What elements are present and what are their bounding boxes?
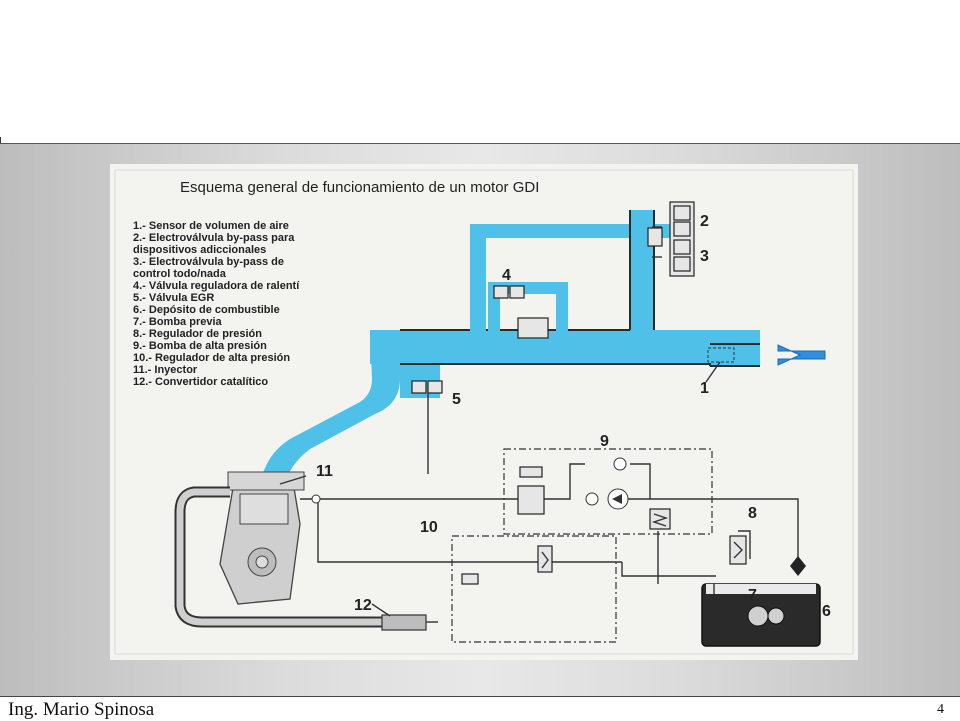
bypass-top [470, 224, 670, 238]
bypass-riser [470, 224, 486, 334]
intake-plenum [370, 330, 760, 364]
legend-item-10: 10.- Regulador de alta presión [133, 352, 290, 364]
callout-5: 5 [452, 391, 461, 408]
callout-1: 1 [700, 380, 709, 397]
callout-leaders [279, 226, 662, 617]
pre-pump-7 [747, 605, 769, 627]
header-rule [0, 143, 960, 144]
figure-frame [114, 169, 854, 655]
engine-block [219, 471, 305, 605]
legend: 1.- Sensor de volumen de aire 2.- Electr… [133, 220, 300, 388]
legend-item-2-cont: dispositivos adiccionales [133, 244, 266, 256]
callout-8: 8 [748, 505, 757, 522]
legend-item-1: 1.- Sensor de volumen de aire [133, 220, 289, 232]
legend-item-11: 11.- Inyector [133, 364, 198, 376]
callout-2: 2 [700, 213, 709, 230]
footer-author: Ing. Mario Spinosa [8, 699, 155, 720]
legend-item-2: 2.- Electroválvula by-pass para [133, 232, 295, 244]
bypass-valves-2-3 [647, 201, 695, 277]
footer-rule [0, 696, 960, 697]
check-valve-icon [790, 556, 806, 576]
legend-item-6: 6.- Depósito de combustible [133, 304, 280, 316]
legend-item-4: 4.- Válvula reguladora de ralentí [133, 280, 300, 292]
piston [239, 493, 289, 525]
figure-title: Esquema general de funcionamiento de un … [180, 179, 539, 196]
callout-11: 11 [316, 463, 333, 480]
legend-item-8: 8.- Regulador de presión [133, 328, 262, 340]
intake-runner [260, 330, 400, 484]
pressure-regulator-8 [729, 535, 806, 576]
fuel-junction [311, 494, 321, 504]
high-pressure-pump-9 [503, 448, 713, 535]
intake-inlet [710, 344, 760, 366]
idle-loop-right [556, 282, 568, 332]
legend-item-3-cont: control todo/nada [133, 268, 227, 280]
high-pressure-regulator-10 [451, 535, 617, 643]
air-sensor-1 [705, 347, 735, 383]
catalytic-converter-12 [381, 614, 438, 631]
legend-item-12: 12.- Convertidor catalítico [133, 376, 268, 388]
fuel-tank-6 [701, 583, 821, 647]
callout-4: 4 [502, 267, 511, 284]
callout-6: 6 [822, 603, 831, 620]
callout-9: 9 [600, 433, 609, 450]
gdi-diagram: Esquema general de funcionamiento de un … [114, 169, 854, 655]
fuel-lines [300, 463, 799, 584]
cylinder-head [227, 471, 305, 491]
egr-valve-5 [411, 380, 443, 474]
idle-valve-4 [493, 285, 549, 339]
gdi-diagram-figure: Esquema general de funcionamiento de un … [110, 164, 858, 660]
callout-7: 7 [748, 587, 757, 604]
callout-3: 3 [700, 248, 709, 265]
legend-item-3: 3.- Electroválvula by-pass de [133, 256, 284, 268]
legend-item-7: 7.- Bomba previa [133, 316, 223, 328]
header-tick [0, 137, 1, 144]
callout-12: 12 [354, 597, 372, 614]
page-number: 4 [937, 702, 944, 717]
intake-arrow-icon [777, 344, 826, 366]
legend-item-9: 9.- Bomba de alta presión [133, 340, 267, 352]
callout-10: 10 [420, 519, 438, 536]
legend-item-5: 5.- Válvula EGR [133, 292, 214, 304]
